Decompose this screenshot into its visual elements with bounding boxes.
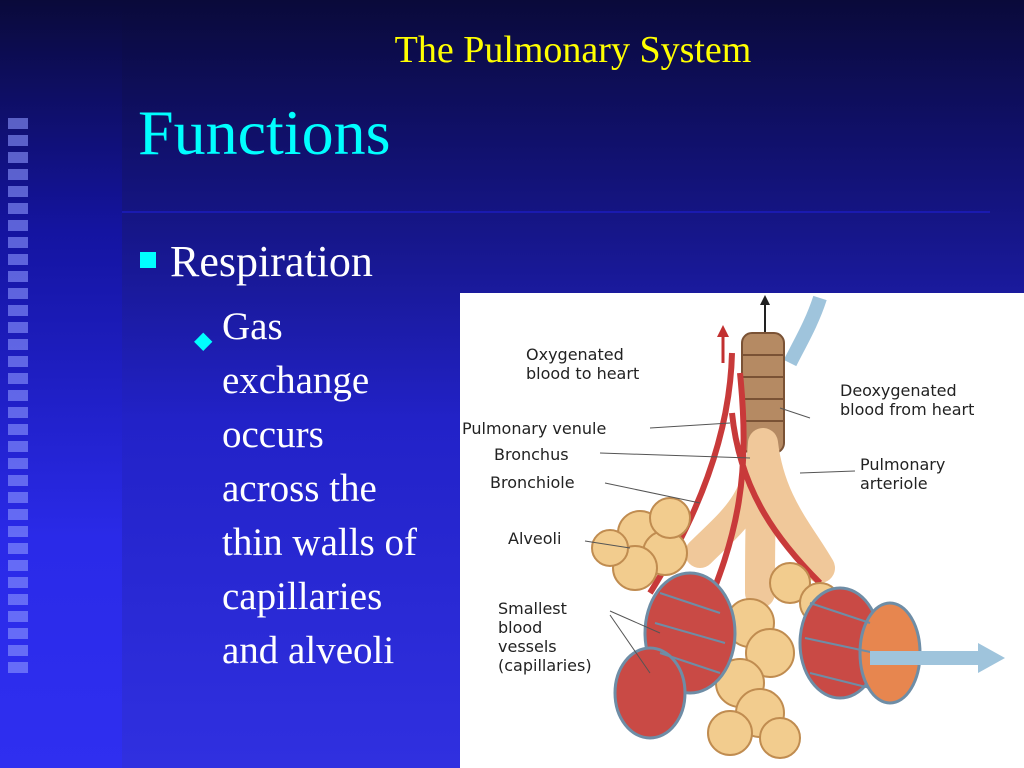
sub-bullet-line: exchange	[222, 359, 370, 402]
label-oxygenated: Oxygenated blood to heart	[526, 345, 640, 383]
title-divider	[122, 211, 990, 213]
alveoli-drawing	[584, 295, 1005, 759]
alveoli-illustration: Oxygenated blood to heart Deoxygenated b…	[460, 293, 1024, 768]
slide-subtitle: The Pulmonary System	[394, 29, 752, 71]
diamond-bullet-icon: ◆	[194, 328, 213, 354]
label-pulmonary-arteriole: Pulmonary arteriole	[860, 455, 946, 493]
label-deoxygenated: Deoxygenated blood from heart	[840, 381, 975, 419]
sub-bullet-line: Gas	[222, 305, 283, 348]
slide-title: Functions	[138, 97, 391, 168]
label-capillaries: Smallest blood vessels (capillaries)	[498, 599, 592, 675]
arrow-in-icon	[783, 295, 827, 367]
sub-bullet-line: thin walls of	[222, 521, 417, 564]
sub-bullet-gas-exchange: ◆ Gas exchange occurs across the thin wa…	[192, 300, 452, 678]
label-bronchiole: Bronchiole	[490, 473, 575, 492]
label-alveoli: Alveoli	[508, 529, 562, 548]
bullet-text: Respiration	[170, 237, 373, 286]
bullet-respiration: Respiration	[140, 236, 373, 287]
sub-bullet-line: and alveoli	[222, 629, 395, 672]
sub-bullet-line: capillaries	[222, 575, 383, 618]
sub-bullet-line: occurs	[222, 413, 324, 456]
label-pulmonary-venule: Pulmonary venule	[462, 419, 607, 438]
decorative-squares	[8, 118, 28, 678]
arrow-out-icon	[978, 643, 1005, 673]
sub-bullet-line: across the	[222, 467, 377, 510]
label-bronchus: Bronchus	[494, 445, 569, 464]
square-bullet-icon	[140, 252, 156, 268]
